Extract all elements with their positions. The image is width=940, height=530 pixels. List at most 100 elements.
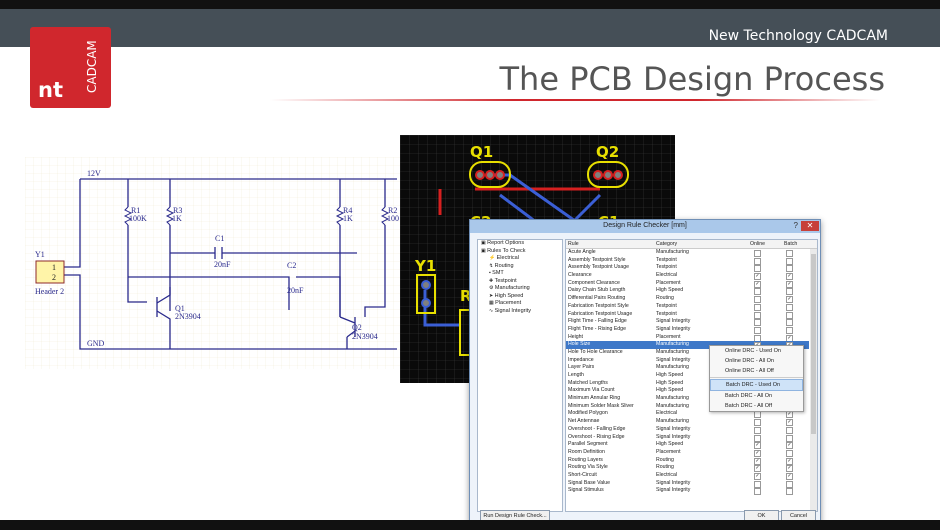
online-checkbox[interactable] (754, 434, 761, 442)
online-checkbox[interactable] (754, 265, 761, 273)
help-button[interactable]: ? (793, 221, 798, 230)
batch-checkbox[interactable]: ✓ (786, 280, 793, 288)
online-checkbox[interactable]: ✓ (754, 457, 761, 465)
batch-checkbox[interactable]: ✓ (786, 442, 793, 450)
tree-item-routing[interactable]: ↯ Routing (489, 262, 514, 269)
online-checkbox[interactable] (754, 488, 761, 496)
online-checkbox[interactable] (754, 303, 761, 311)
vertical-scrollbar[interactable] (810, 249, 817, 511)
batch-checkbox[interactable] (786, 250, 793, 257)
online-checkbox[interactable] (754, 326, 761, 334)
batch-checkbox[interactable] (786, 449, 793, 457)
online-checkbox[interactable]: ✓ (754, 442, 761, 450)
online-checkbox[interactable] (754, 334, 761, 342)
batch-checkbox[interactable] (786, 319, 793, 327)
rule-category: High Speed (656, 287, 684, 294)
online-checkbox[interactable]: ✓ (754, 465, 761, 473)
tree-item-high-speed[interactable]: ➤ High Speed (489, 292, 524, 299)
menu-online-all-off[interactable]: Online DRC - All Off (725, 368, 774, 374)
tree-item-manufacturing[interactable]: ⚙ Manufacturing (489, 285, 530, 291)
rule-name: Fabrication Testpoint Style (568, 302, 629, 309)
online-checkbox[interactable] (754, 250, 761, 257)
batch-checkbox[interactable]: ✓ (786, 273, 793, 281)
menu-batch-all-on[interactable]: Batch DRC - All On (725, 393, 773, 399)
tree-item-testpoint[interactable]: ✚ Testpoint (489, 277, 517, 284)
batch-checkbox[interactable] (786, 434, 793, 442)
rule-icon: ✚ (489, 277, 495, 284)
online-checkbox[interactable] (754, 480, 761, 488)
column-rule[interactable]: Rule (568, 241, 579, 247)
scrollbar-thumb[interactable] (811, 254, 816, 434)
tree-item-placement[interactable]: ▦ Placement (489, 300, 522, 306)
dialog-title-bar[interactable]: Design Rule Checker [mm] ? ✕ (470, 220, 820, 233)
online-checkbox[interactable]: ✓ (754, 472, 761, 480)
batch-checkbox[interactable]: ✓ (786, 457, 793, 465)
tree-item-electrical[interactable]: ⚡ Electrical (489, 255, 519, 261)
logo-short-text: nt (38, 78, 63, 102)
tree-item-report-options[interactable]: ▣ Report Options (481, 240, 525, 246)
batch-checkbox[interactable] (786, 257, 793, 265)
column-category[interactable]: Category (656, 241, 678, 247)
batch-checkbox[interactable] (786, 265, 793, 273)
online-checkbox[interactable]: ✓ (754, 449, 761, 457)
online-checkbox[interactable] (754, 426, 761, 434)
online-checkbox[interactable] (754, 288, 761, 296)
batch-checkbox[interactable] (786, 303, 793, 311)
batch-checkbox[interactable]: ✓ (786, 419, 793, 427)
online-checkbox[interactable] (754, 319, 761, 327)
online-checkbox[interactable] (754, 296, 761, 304)
batch-checkbox[interactable] (786, 480, 793, 488)
online-checkbox[interactable] (754, 419, 761, 427)
pin2-label: 2 (52, 273, 56, 282)
batch-checkbox[interactable] (786, 488, 793, 496)
batch-checkbox[interactable] (786, 326, 793, 334)
online-checkbox[interactable]: ✓ (754, 280, 761, 288)
menu-online-all-on[interactable]: Online DRC - All On (725, 358, 774, 364)
tree-item-rules-to-check[interactable]: ▣ Rules To Check (481, 247, 526, 254)
tree-item-smt[interactable]: ▪ SMT (489, 270, 504, 276)
close-button[interactable]: ✕ (801, 221, 819, 231)
batch-checkbox[interactable]: ✓ (786, 472, 793, 480)
batch-checkbox[interactable] (786, 288, 793, 296)
column-online[interactable]: Online (750, 241, 765, 247)
batch-checkbox[interactable] (786, 311, 793, 319)
column-batch[interactable]: Batch (784, 241, 798, 247)
online-checkbox[interactable]: ✓ (754, 273, 761, 281)
rule-name: Length (568, 372, 584, 378)
tree-item-signal-integrity[interactable]: ∿ Signal Integrity (489, 307, 531, 314)
menu-batch-used-on[interactable]: Batch DRC - Used On (710, 379, 803, 391)
batch-checkbox[interactable]: ✓ (786, 465, 793, 473)
batch-checkbox[interactable] (786, 426, 793, 434)
batch-checkbox[interactable]: ✓ (786, 334, 793, 342)
batch-checkbox[interactable]: ✓ (786, 296, 793, 304)
rule-name: Routing Via Style (568, 464, 608, 471)
menu-online-used-on[interactable]: Online DRC - Used On (725, 348, 781, 354)
online-checkbox[interactable] (754, 257, 761, 265)
rule-name: Signal Stimulus (568, 487, 604, 494)
menu-batch-all-off[interactable]: Batch DRC - All Off (725, 403, 772, 409)
online-checkbox[interactable] (754, 311, 761, 319)
rule-category: Signal Integrity (656, 479, 691, 486)
